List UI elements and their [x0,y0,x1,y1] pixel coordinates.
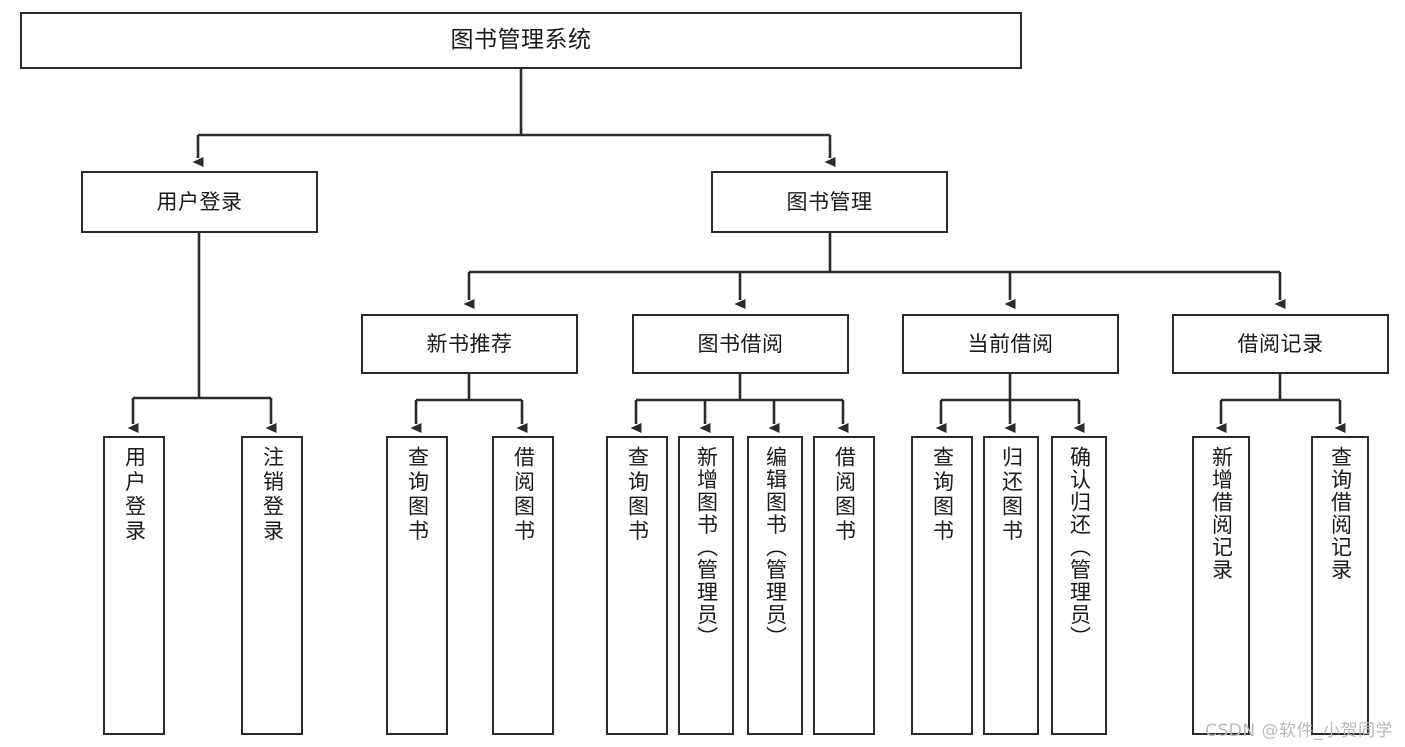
node-current-borrow[interactable]: 当前借阅 [902,314,1119,374]
node-current-borrow-label: 当前借阅 [967,331,1054,356]
node-book-management-label: 图书管理 [786,189,873,214]
node-leaf-user-login-label: 用户登录 [122,446,147,544]
node-leaf-return-book-label: 归还图书 [999,446,1024,544]
node-borrow-record-label: 借阅记录 [1237,331,1324,356]
node-leaf-query-borrow-record-label: 查询借阅记录 [1328,446,1353,581]
node-leaf-confirm-return-admin[interactable]: 确认归还（管理员） [1051,436,1107,735]
node-leaf-query-book-borrow-label: 查询图书 [625,446,650,544]
node-new-book-recommend-label: 新书推荐 [426,331,513,356]
node-leaf-borrow-book-borrow[interactable]: 借阅图书 [813,436,875,735]
node-leaf-edit-book-admin-label: 编辑图书（管理员） [763,446,788,649]
node-user-login-label: 用户登录 [156,189,243,214]
node-root-label: 图书管理系统 [450,27,592,54]
node-book-management[interactable]: 图书管理 [711,171,948,233]
node-leaf-borrow-book-recommend-label: 借阅图书 [511,446,536,544]
node-leaf-add-borrow-record-label: 新增借阅记录 [1209,446,1234,581]
node-leaf-borrow-book-recommend[interactable]: 借阅图书 [492,436,554,735]
node-leaf-query-book-recommend-label: 查询图书 [405,446,430,544]
node-leaf-logout-label: 注销登录 [260,446,285,544]
node-user-login[interactable]: 用户登录 [81,171,318,233]
node-root[interactable]: 图书管理系统 [20,12,1022,69]
node-book-borrow-label: 图书借阅 [697,331,784,356]
node-leaf-query-book-recommend[interactable]: 查询图书 [386,436,448,735]
node-borrow-record[interactable]: 借阅记录 [1172,314,1389,374]
node-leaf-query-book-current[interactable]: 查询图书 [911,436,973,735]
node-leaf-query-borrow-record[interactable]: 查询借阅记录 [1311,436,1369,735]
node-leaf-return-book[interactable]: 归还图书 [983,436,1039,735]
node-leaf-query-book-current-label: 查询图书 [930,446,955,544]
node-leaf-edit-book-admin[interactable]: 编辑图书（管理员） [747,436,803,735]
node-leaf-add-book-admin-label: 新增图书（管理员） [694,446,719,649]
node-leaf-confirm-return-admin-label: 确认归还（管理员） [1067,446,1092,649]
node-leaf-query-book-borrow[interactable]: 查询图书 [606,436,668,735]
node-leaf-borrow-book-borrow-label: 借阅图书 [832,446,857,544]
node-new-book-recommend[interactable]: 新书推荐 [361,314,578,374]
watermark-text: CSDN @软件_小贺同学 [1205,721,1393,741]
node-leaf-user-login[interactable]: 用户登录 [103,436,165,735]
node-leaf-logout[interactable]: 注销登录 [241,436,303,735]
node-leaf-add-book-admin[interactable]: 新增图书（管理员） [678,436,734,735]
node-leaf-add-borrow-record[interactable]: 新增借阅记录 [1192,436,1250,735]
node-book-borrow[interactable]: 图书借阅 [632,314,849,374]
